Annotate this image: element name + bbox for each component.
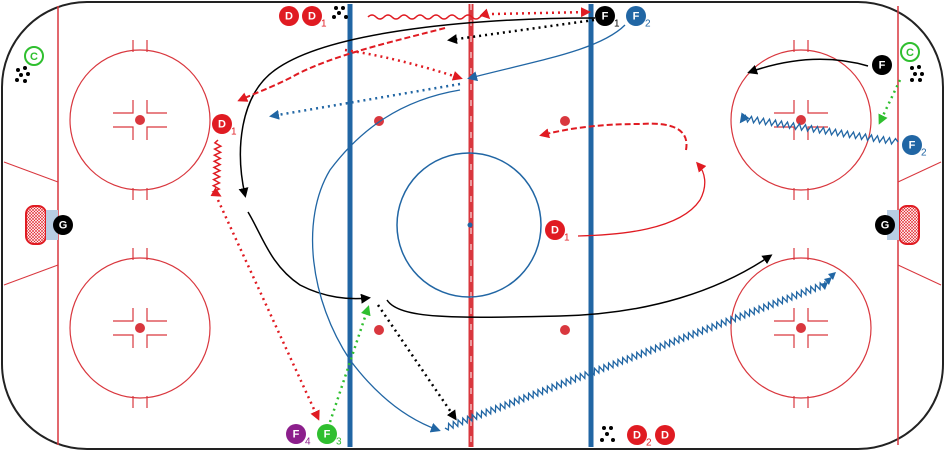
player-token-circle bbox=[545, 220, 565, 240]
player-number: 2 bbox=[645, 19, 651, 30]
player-label: D bbox=[633, 430, 641, 442]
player-label: D bbox=[661, 430, 669, 442]
skate-path-red-dashed-right bbox=[539, 122, 688, 151]
pass-blue-left bbox=[269, 82, 461, 120]
puck-pile-bottom bbox=[600, 426, 615, 442]
player-token-circle bbox=[627, 425, 647, 445]
player-label: F bbox=[324, 429, 331, 441]
player-number: 2 bbox=[921, 148, 927, 159]
player-token-circle bbox=[302, 6, 322, 26]
player-token-circle bbox=[595, 6, 615, 26]
player-label: F bbox=[293, 429, 300, 441]
skate-path-black-right bbox=[747, 58, 869, 75]
player-label: G bbox=[59, 220, 68, 232]
pass-red-top bbox=[491, 7, 591, 18]
blue-lines bbox=[347, 4, 594, 447]
player-label: D bbox=[285, 11, 293, 23]
player-f2-right: F2 bbox=[902, 135, 927, 159]
coach-mark-right: C bbox=[900, 42, 920, 62]
skate-path-blue-f2 bbox=[467, 24, 626, 82]
skate-path-red-center bbox=[577, 161, 707, 237]
player-number: 1 bbox=[231, 127, 237, 138]
pass-red-long bbox=[216, 199, 320, 421]
puck-pile-top bbox=[332, 6, 348, 19]
skate-path-red-dashed-left bbox=[237, 27, 446, 102]
pass-green-right bbox=[878, 79, 902, 125]
player-token-circle bbox=[655, 425, 675, 445]
player-label: F bbox=[879, 60, 886, 72]
player-token-circle bbox=[626, 6, 646, 26]
coach-mark-left: C bbox=[24, 46, 44, 66]
skate-path-blue-long bbox=[311, 89, 461, 433]
player-token-circle bbox=[872, 55, 892, 75]
player-d1-left: D1 bbox=[212, 114, 237, 138]
skate-path-red-top bbox=[367, 8, 491, 20]
svg-text:C: C bbox=[906, 47, 914, 59]
player-d-bottom: D bbox=[655, 425, 675, 445]
player-token-circle bbox=[317, 424, 337, 444]
skate-path-red-wavy-left bbox=[210, 139, 223, 197]
player-label: G bbox=[881, 220, 890, 232]
faceoff-circles bbox=[69, 49, 872, 399]
center-circle bbox=[396, 152, 542, 298]
player-d-top-left-a: D bbox=[279, 6, 299, 26]
player-number: 1 bbox=[321, 19, 327, 30]
player-goalie-right: G bbox=[875, 215, 895, 235]
skate-path-black-middle bbox=[247, 211, 371, 304]
player-label: F bbox=[602, 11, 609, 23]
player-f1-top: F1 bbox=[595, 6, 620, 30]
faceoff-crosses bbox=[113, 100, 828, 348]
pass-black-top bbox=[447, 18, 595, 44]
player-number: 4 bbox=[305, 437, 311, 448]
puck-pile-right bbox=[910, 65, 924, 82]
puck-pile-left bbox=[15, 66, 30, 83]
skate-path-black-f1 bbox=[238, 17, 596, 198]
player-token-circle bbox=[902, 135, 922, 155]
player-token-circle bbox=[875, 215, 895, 235]
player-d2-bottom: D2 bbox=[627, 425, 652, 449]
skate-path-blue-wavy-bottom bbox=[444, 281, 826, 431]
blue-arrow-triple bbox=[820, 272, 836, 290]
player-f2-top: F2 bbox=[626, 6, 651, 30]
player-number: 1 bbox=[564, 233, 570, 244]
player-d-top-left-b: D1 bbox=[302, 6, 327, 30]
pass-green-bottom bbox=[328, 305, 371, 423]
crease-corner-lines bbox=[3, 161, 942, 286]
player-label: F bbox=[633, 11, 640, 23]
player-f3-bottom: F3 bbox=[317, 424, 342, 448]
center-dot bbox=[467, 222, 473, 228]
player-number: 1 bbox=[614, 19, 620, 30]
player-label: D bbox=[308, 11, 316, 23]
player-f-right: F bbox=[872, 55, 892, 75]
faceoff-dots bbox=[135, 115, 806, 333]
svg-text:C: C bbox=[30, 51, 38, 63]
player-token-circle bbox=[286, 424, 306, 444]
player-label: F bbox=[909, 140, 916, 152]
player-number: 3 bbox=[336, 437, 342, 448]
skate-path-blue-wavy-right bbox=[739, 112, 899, 146]
faceoff-hashmarks bbox=[132, 40, 809, 408]
player-label: D bbox=[551, 225, 559, 237]
player-d1-center: D1 bbox=[545, 220, 570, 244]
player-f4-bottom: F4 bbox=[286, 424, 311, 448]
skate-path-black-long bbox=[386, 254, 773, 318]
player-goalie-left: G bbox=[53, 215, 73, 235]
player-token-circle bbox=[53, 215, 73, 235]
player-number: 2 bbox=[646, 438, 652, 449]
player-token-circle bbox=[279, 6, 299, 26]
player-label: D bbox=[218, 119, 226, 131]
goal-left bbox=[25, 205, 58, 245]
player-token-circle bbox=[212, 114, 232, 134]
